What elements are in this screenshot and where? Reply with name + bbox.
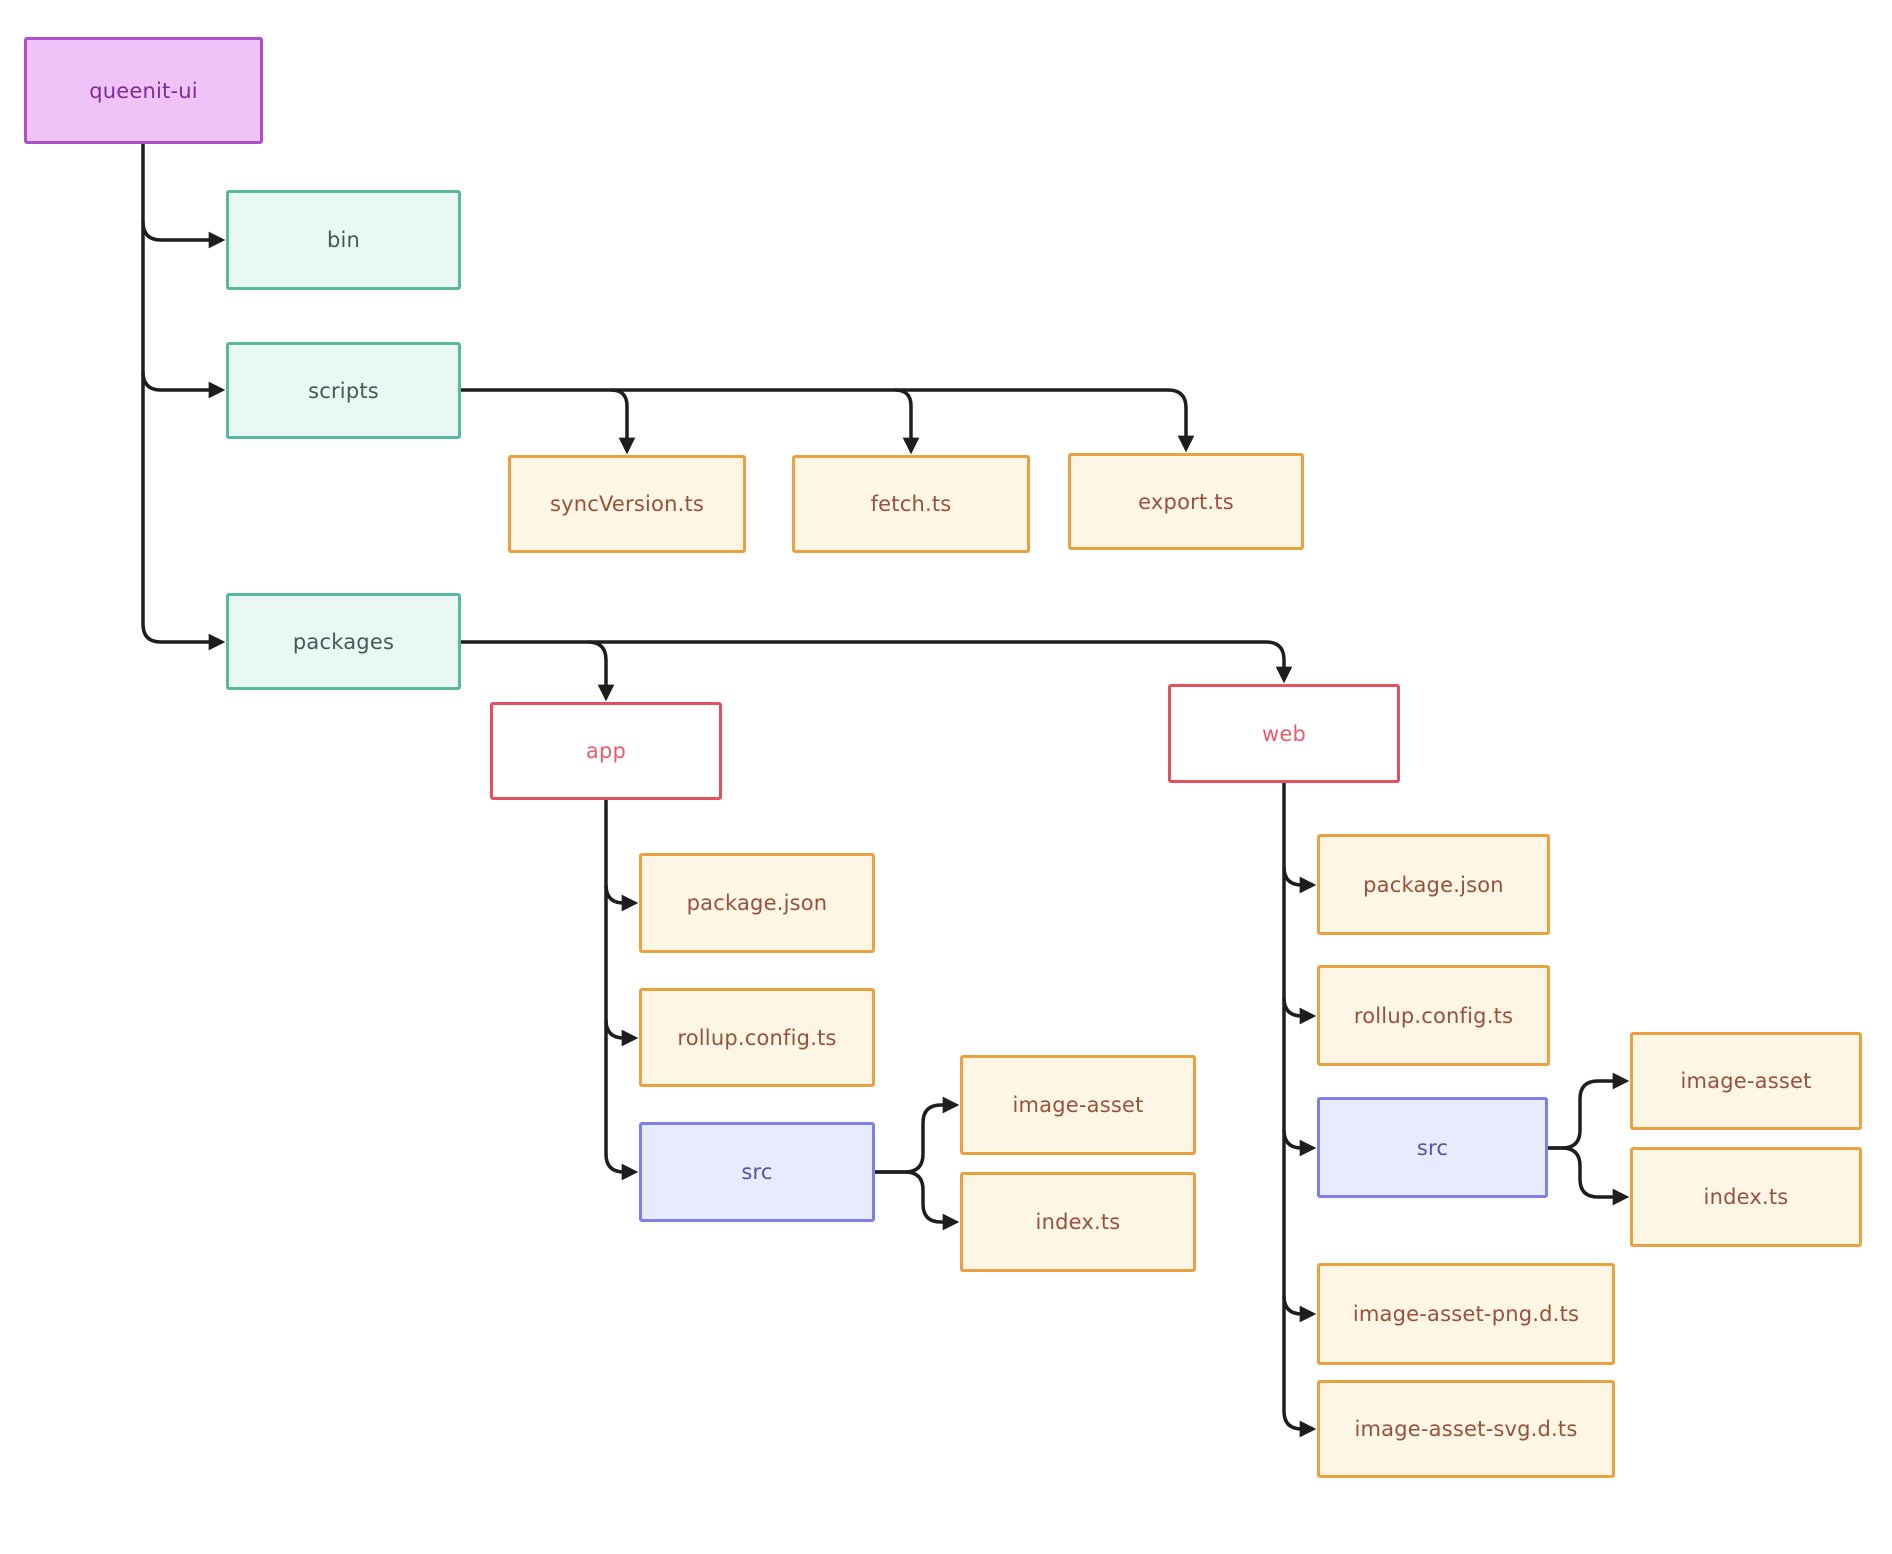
node-app-src-label: src [741, 1160, 773, 1184]
node-fetch-ts-label: fetch.ts [870, 492, 952, 516]
edge-packages-app [587, 640, 615, 702]
node-web-package-json-label: package.json [1363, 872, 1504, 897]
edge-root-bin [141, 221, 226, 249]
node-syncversion-ts-label: syncVersion.ts [549, 492, 705, 516]
node-web-image-asset-svg-dts: image-asset-svg.d.ts [1317, 1380, 1615, 1478]
edge-websrc-imageasset [1548, 1072, 1630, 1150]
node-web-index-ts: index.ts [1630, 1147, 1862, 1247]
node-web-rollup-config-ts-label: rollup.config.ts [1353, 1003, 1514, 1028]
node-scripts-label: scripts [308, 378, 379, 403]
node-web-index-ts-label: index.ts [1703, 1185, 1789, 1209]
edge-web-svgdts [1282, 783, 1317, 1438]
node-packages: packages [226, 593, 461, 690]
node-queenit-ui: queenit-ui [24, 37, 263, 144]
node-scripts: scripts [226, 342, 461, 439]
node-app-src: src [639, 1122, 875, 1222]
edge-web-src [1282, 1129, 1317, 1157]
node-web-image-asset-png-dts-label: image-asset-png.d.ts [1352, 1302, 1580, 1326]
edge-web-pngdts [1282, 1295, 1317, 1323]
node-web: web [1168, 684, 1400, 783]
edge-root-packages [141, 623, 226, 651]
edge-app-src [604, 800, 639, 1181]
node-packages-label: packages [292, 629, 395, 654]
node-app-rollup-config-ts-label: rollup.config.ts [677, 1025, 837, 1050]
node-web-package-json: package.json [1317, 834, 1550, 935]
node-app-image-asset-label: image-asset [1012, 1093, 1144, 1117]
node-fetch-ts: fetch.ts [792, 455, 1030, 553]
node-app-rollup-config-ts: rollup.config.ts [639, 988, 875, 1087]
node-app-index-ts: index.ts [960, 1172, 1196, 1272]
node-app-package-json-label: package.json [686, 891, 828, 915]
edge-web-rollup [1282, 997, 1317, 1025]
node-app-label: app [585, 739, 627, 763]
node-web-image-asset: image-asset [1630, 1032, 1862, 1130]
node-app: app [490, 702, 722, 800]
node-export-ts: export.ts [1068, 453, 1304, 550]
edge-appsrc-index [875, 1170, 960, 1231]
node-syncversion-ts: syncVersion.ts [508, 455, 746, 553]
edge-scripts-syncversion [610, 388, 636, 455]
node-web-image-asset-svg-dts-label: image-asset-svg.d.ts [1354, 1417, 1578, 1441]
edge-appsrc-imageasset [875, 1096, 960, 1174]
edge-websrc-index [1548, 1146, 1630, 1206]
node-queenit-ui-label: queenit-ui [89, 78, 198, 103]
edge-root-scripts [141, 371, 226, 399]
node-bin-label: bin [326, 228, 361, 252]
edge-app-rollup [604, 1019, 639, 1047]
node-web-rollup-config-ts: rollup.config.ts [1317, 965, 1550, 1066]
node-web-image-asset-label: image-asset [1680, 1069, 1812, 1093]
edge-web-packagejson [1282, 866, 1317, 894]
edge-packages-web [461, 640, 1293, 684]
node-export-ts-label: export.ts [1138, 489, 1234, 514]
node-app-image-asset: image-asset [960, 1055, 1196, 1155]
node-app-index-ts-label: index.ts [1035, 1210, 1121, 1234]
edge-scripts-fetch [894, 388, 920, 455]
node-app-package-json: package.json [639, 853, 875, 953]
edge-scripts-export [461, 388, 1195, 453]
node-web-src: src [1317, 1097, 1548, 1198]
node-web-image-asset-png-dts: image-asset-png.d.ts [1317, 1263, 1615, 1365]
node-bin: bin [226, 190, 461, 290]
node-web-label: web [1261, 721, 1307, 746]
node-web-src-label: src [1416, 1135, 1449, 1160]
edge-app-packagejson [604, 884, 639, 912]
